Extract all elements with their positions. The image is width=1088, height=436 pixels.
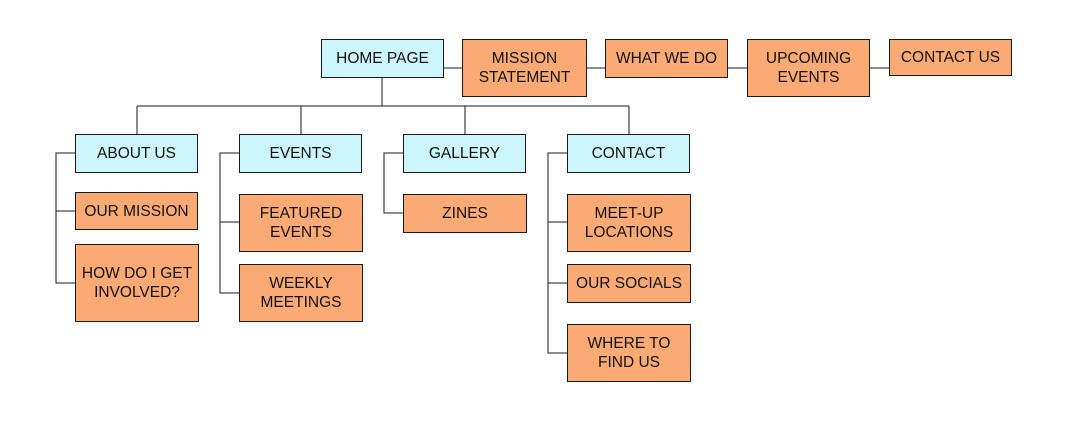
meet-up-locations-node: MEET-UP LOCATIONS	[567, 194, 691, 252]
connector-line	[547, 152, 567, 354]
contact-node: CONTACT	[567, 134, 690, 173]
zines-node: ZINES	[403, 194, 527, 233]
our-socials-node: OUR SOCIALS	[567, 264, 691, 303]
home-page-node: HOME PAGE	[321, 39, 444, 78]
gallery-node: GALLERY	[403, 134, 526, 173]
events-node: EVENTS	[239, 134, 362, 173]
connector-line	[219, 152, 239, 294]
how-do-i-get-involved-node: HOW DO I GET INVOLVED?	[75, 244, 199, 322]
contact-us-node: CONTACT US	[889, 39, 1012, 76]
connector-line	[383, 152, 403, 214]
weekly-meetings-node: WEEKLY MEETINGS	[239, 264, 363, 322]
connector-line	[55, 152, 75, 284]
where-to-find-us-node: WHERE TO FIND US	[567, 324, 691, 382]
upcoming-events-node: UPCOMING EVENTS	[747, 39, 870, 97]
our-mission-node: OUR MISSION	[75, 192, 198, 230]
mission-statement-node: MISSION STATEMENT	[462, 39, 587, 97]
what-we-do-node: WHAT WE DO	[605, 39, 728, 78]
featured-events-node: FEATURED EVENTS	[239, 194, 363, 252]
about-us-node: ABOUT US	[75, 134, 198, 173]
